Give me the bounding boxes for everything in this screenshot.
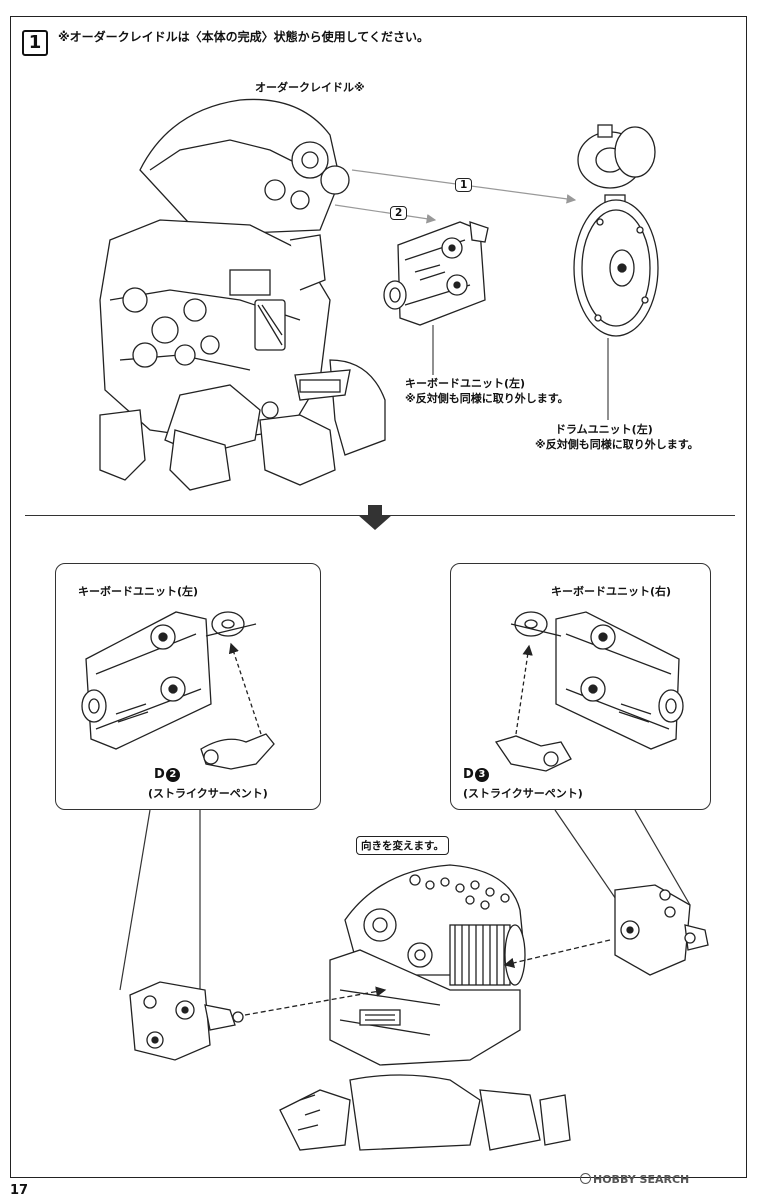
right-part-name: (ストライクサーペント): [463, 787, 583, 800]
down-arrow: [358, 505, 392, 530]
step-note: ※オーダークレイドルは〈本体の完成〉状態から使用してください。: [58, 30, 429, 44]
right-panel-drawing: [494, 611, 684, 772]
right-callout-line-b: [634, 809, 691, 906]
left-part-letter: D: [154, 767, 165, 782]
right-callout-line-a: [554, 809, 621, 906]
watermark-text: HOBBY SEARCH: [593, 1173, 690, 1186]
left-panel-drawing: [81, 611, 275, 770]
rotate-tag: 向きを変えます。: [356, 836, 449, 855]
keyboard-left-note: ※反対側も同様に取り外します。: [405, 392, 569, 405]
right-panel-title: キーボードユニット(右): [551, 585, 672, 598]
keyboard-unit-top-drawing: [383, 221, 489, 326]
drum-unit-top-drawing: [573, 124, 659, 337]
arrow-2-tag: 2: [390, 206, 408, 220]
keyboard-left-label: キーボードユニット(左): [405, 377, 526, 390]
page-number: 17: [10, 1183, 29, 1198]
page-frame: [10, 16, 747, 1178]
drum-left-label: ドラムユニット(左): [555, 423, 653, 436]
right-part-letter: D: [463, 767, 474, 782]
right-part-number-badge: 3: [474, 768, 489, 782]
right-insert-dashed-arrow: [503, 939, 611, 968]
left-part-number-badge: 2: [165, 768, 180, 782]
arrow-2-line: [334, 204, 437, 224]
step-number-box: 1: [22, 30, 48, 56]
step-number: 1: [28, 32, 42, 53]
arrow-1-tag: 1: [455, 178, 473, 192]
left-callout-line-a: [119, 809, 151, 991]
watermark: HOBBY SEARCH: [580, 1173, 689, 1186]
cradle-label: オーダークレイドル※: [255, 81, 365, 94]
left-part-name: (ストライクサーペント): [148, 787, 268, 800]
drum-left-note: ※反対側も同様に取り外します。: [535, 438, 699, 451]
order-cradle-drawing: [99, 98, 386, 491]
section-divider: [25, 515, 735, 516]
left-panel-title: キーボードユニット(左): [78, 585, 199, 598]
